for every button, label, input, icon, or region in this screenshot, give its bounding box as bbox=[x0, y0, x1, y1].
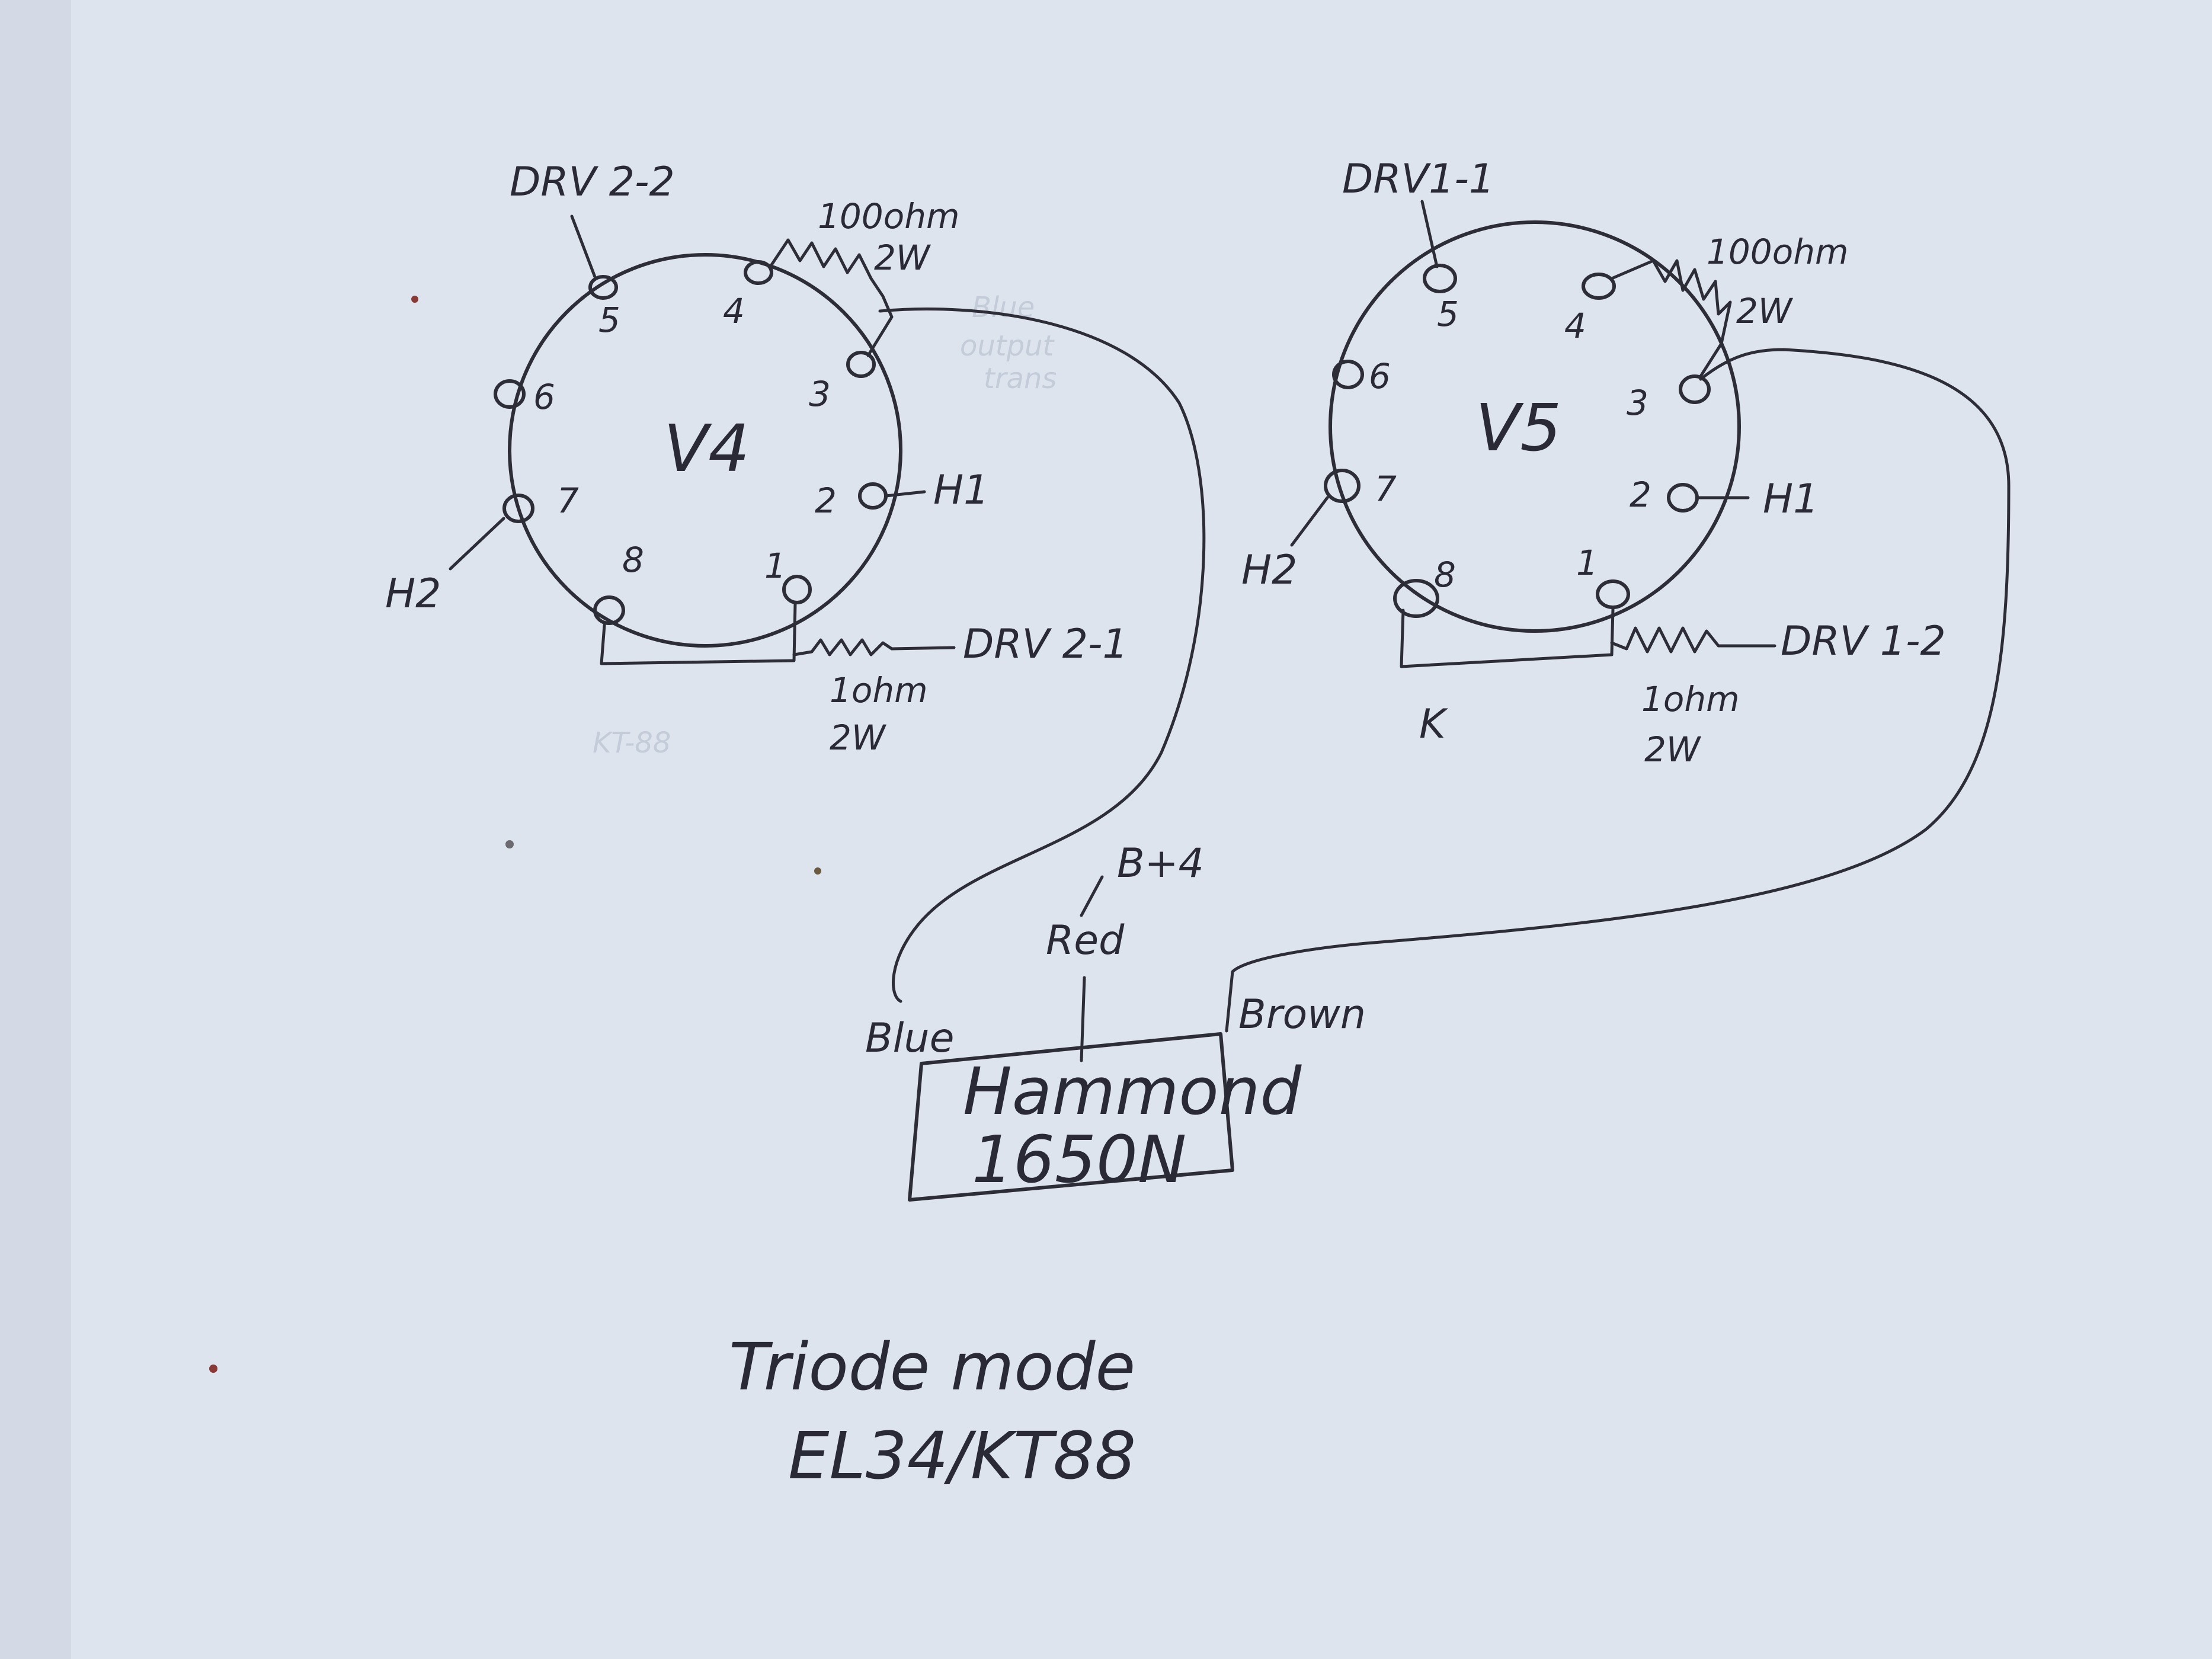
v4-label-h1: H1 bbox=[933, 467, 989, 514]
title-line-2: EL34/KT88 bbox=[788, 1418, 1136, 1494]
paper-speck bbox=[209, 1365, 217, 1373]
v4-pin-1 bbox=[782, 575, 812, 604]
v4-drv22-lead bbox=[570, 214, 597, 280]
v4-pin-3 bbox=[846, 351, 876, 378]
v5-pin-6 bbox=[1332, 360, 1364, 389]
paper-edge-shadow bbox=[0, 0, 71, 1659]
lead-label-brown: Brown bbox=[1238, 991, 1366, 1038]
v4-pin-num-7: 7 bbox=[557, 481, 579, 521]
v5-label-k: K bbox=[1419, 701, 1449, 748]
v5-pin-1 bbox=[1596, 579, 1630, 609]
v4-pin-5 bbox=[588, 275, 618, 300]
v5-pin-num-8: 8 bbox=[1434, 555, 1456, 595]
tube-v4-socket bbox=[508, 253, 902, 648]
v5-pin-num-2: 2 bbox=[1630, 475, 1651, 515]
v4-label-drv22: DRV 2-2 bbox=[510, 159, 675, 206]
v5-screen-resistor-power: 2W bbox=[1736, 291, 1794, 331]
v5-pin-8 bbox=[1393, 579, 1439, 618]
v5-cathode-resistor bbox=[1610, 626, 1776, 654]
lead-label-blue: Blue bbox=[865, 1015, 954, 1062]
v5-pin-num-6: 6 bbox=[1369, 356, 1391, 396]
tube-v5: V5 5 4 3 2 1 8 7 6 DRV1-1 100ohm 2W H1 H… bbox=[1241, 156, 1946, 770]
v4-pin-num-8: 8 bbox=[622, 540, 644, 580]
v4-h2-lead bbox=[449, 517, 505, 571]
v5-pin-num-1: 1 bbox=[1576, 543, 1598, 583]
paper-speck bbox=[411, 296, 418, 303]
transformer-box bbox=[908, 1032, 1234, 1202]
v4-screen-resistor-value: 100ohm bbox=[818, 196, 959, 236]
v4-screen-resistor bbox=[769, 238, 894, 357]
lead-label-supply: B+4 bbox=[1117, 840, 1204, 887]
tube-v5-socket bbox=[1329, 220, 1741, 633]
v5-pin-5 bbox=[1423, 264, 1457, 293]
v5-screen-resistor-value: 100ohm bbox=[1707, 232, 1848, 272]
v5-pin-num-3: 3 bbox=[1627, 383, 1648, 423]
v5-cathode-resistor-power: 2W bbox=[1644, 729, 1702, 770]
paper-speck bbox=[814, 867, 821, 875]
v4-ghost-text-2: output bbox=[960, 329, 1055, 363]
tube-v4-label: V4 bbox=[664, 411, 750, 486]
v4-ghost-text-4: KT-88 bbox=[593, 726, 671, 760]
wire-blue bbox=[878, 308, 1206, 1003]
lead-label-red: Red bbox=[1046, 917, 1125, 964]
title-line-1: Triode mode bbox=[729, 1329, 1135, 1405]
v4-cathode-strap bbox=[600, 601, 797, 665]
v4-pin-num-3: 3 bbox=[809, 374, 831, 414]
v4-h1-lead bbox=[884, 490, 926, 498]
v4-screen-resistor-power: 2W bbox=[874, 238, 931, 278]
v4-pin-8 bbox=[593, 595, 625, 625]
v4-pin-num-5: 5 bbox=[598, 300, 620, 340]
v4-pin-num-1: 1 bbox=[764, 546, 786, 586]
v4-label-h2: H2 bbox=[385, 571, 441, 617]
supply-lead bbox=[1080, 875, 1104, 917]
v5-pin-num-7: 7 bbox=[1375, 469, 1397, 509]
wire-red bbox=[1080, 976, 1086, 1062]
output-transformer: Hammond 1650N Blue Red B+4 Brown bbox=[865, 308, 2011, 1202]
v5-drv11-lead bbox=[1420, 200, 1439, 268]
paper-speck bbox=[505, 840, 514, 848]
v4-pin-num-2: 2 bbox=[815, 481, 837, 521]
v4-cathode-resistor-power: 2W bbox=[830, 718, 887, 758]
v4-label-drv21: DRV 2-1 bbox=[963, 621, 1128, 668]
v5-label-drv11: DRV1-1 bbox=[1342, 156, 1494, 203]
v5-cathode-resistor-value: 1ohm bbox=[1641, 679, 1740, 719]
v5-label-h1: H1 bbox=[1763, 476, 1819, 523]
transformer-line-2: 1650N bbox=[972, 1122, 1186, 1197]
wire-brown bbox=[1225, 348, 2011, 1033]
v5-pin-num-4: 4 bbox=[1564, 306, 1586, 346]
v4-cathode-resistor-value: 1ohm bbox=[830, 670, 928, 710]
v5-label-h2: H2 bbox=[1241, 547, 1297, 594]
v4-pin-4 bbox=[744, 260, 773, 285]
v5-pin-3 bbox=[1679, 374, 1711, 404]
v5-cathode-strap bbox=[1400, 607, 1615, 668]
v5-pin-num-5: 5 bbox=[1437, 294, 1459, 334]
v5-pin-4 bbox=[1582, 273, 1616, 300]
v5-screen-resistor bbox=[1610, 259, 1732, 378]
v4-pin-6 bbox=[494, 379, 526, 409]
v5-label-drv12: DRV 1-2 bbox=[1781, 618, 1946, 665]
tube-v4: V4 5 4 3 2 1 8 7 6 DRV 2-2 100ohm 2W H1 … bbox=[385, 159, 1128, 760]
tube-v5-label: V5 bbox=[1475, 390, 1561, 466]
v4-pin-num-6: 6 bbox=[533, 377, 555, 417]
transformer-line-1: Hammond bbox=[963, 1053, 1302, 1129]
v5-h2-lead bbox=[1290, 496, 1329, 547]
v5-pin-7 bbox=[1324, 469, 1361, 503]
v4-cathode-resistor bbox=[792, 638, 956, 656]
v4-ghost-text-3: trans bbox=[984, 362, 1057, 395]
v4-pin-7 bbox=[502, 494, 534, 523]
v4-pin-num-4: 4 bbox=[723, 291, 745, 331]
